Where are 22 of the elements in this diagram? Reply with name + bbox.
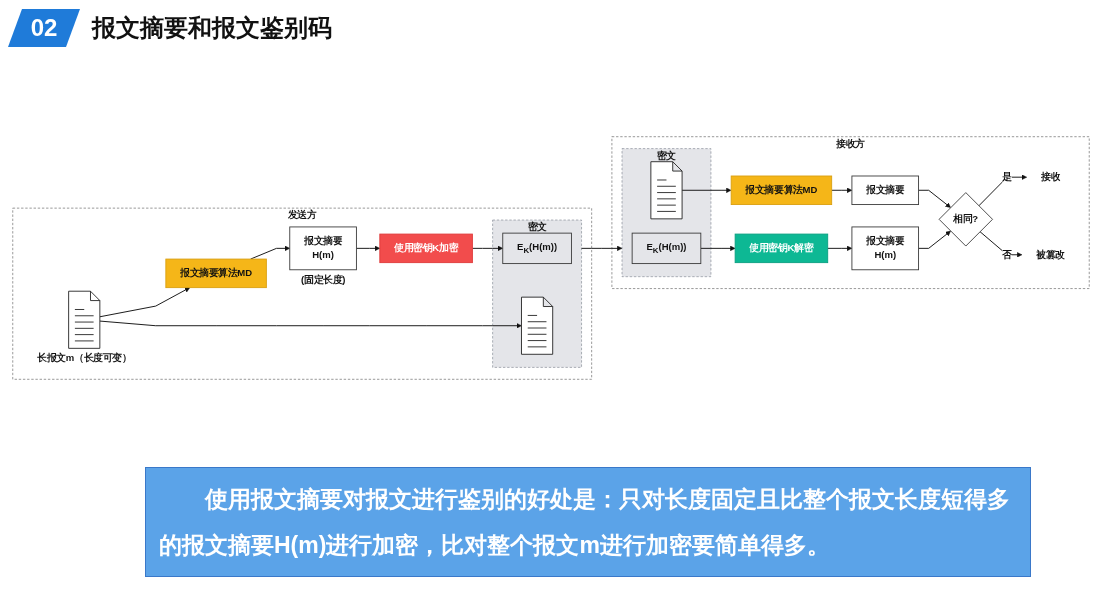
node-diamond: 相同?	[938, 192, 993, 247]
node-box: 报文摘要	[851, 175, 919, 205]
node-box: E$_{K}$(H(m))	[502, 232, 572, 265]
node-box: 报文摘要算法MD	[730, 175, 833, 205]
node-box: 报文摘要 H(m)	[289, 226, 357, 271]
node-label: 长报文m（长度可变）	[37, 353, 132, 364]
node-box: E$_{K}$(H(m))	[631, 232, 702, 265]
section-number-badge: 02	[8, 9, 80, 47]
node-text: 被篡改	[1036, 249, 1065, 260]
caption-note: 使用报文摘要对报文进行鉴别的好处是：只对长度固定且比整个报文长度短得多的报文摘要H(m)进行加密，比对整个报文m进行加密要简单得多。	[145, 467, 1031, 577]
node-box: 使用密钥K解密	[734, 233, 829, 264]
title: 报文摘要和报文鉴别码	[92, 13, 332, 43]
edge-label: 否	[1002, 249, 1012, 260]
node-text: 接收	[1041, 171, 1061, 182]
node-box: 报文摘要算法MD	[165, 258, 267, 289]
node-box: 报文摘要 H(m)	[851, 226, 919, 271]
node-document	[68, 290, 101, 349]
node-box: 使用密钥K加密	[379, 233, 473, 264]
edge-label: 是	[1002, 171, 1012, 182]
node-document	[650, 161, 683, 220]
node-label: (固定长度)	[300, 274, 346, 285]
node-document	[521, 296, 554, 355]
